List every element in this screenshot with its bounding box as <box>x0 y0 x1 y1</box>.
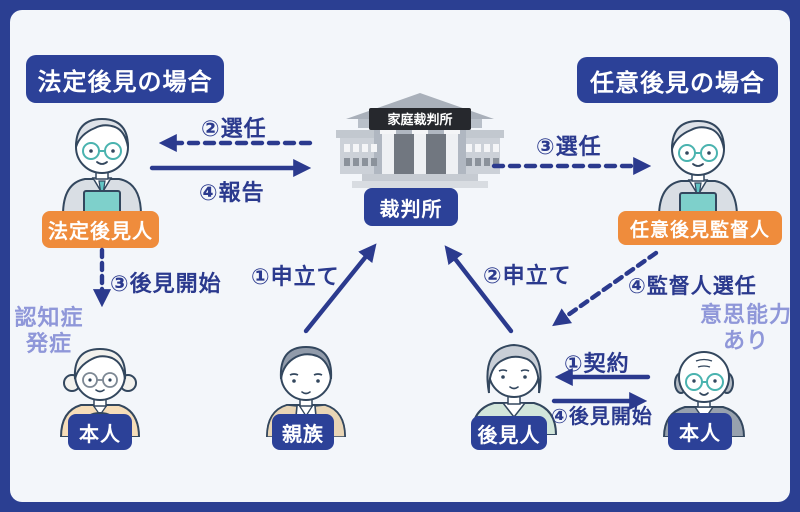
report-label: ④報告 <box>199 180 265 205</box>
capacity-note-line2: あり <box>722 328 769 353</box>
capacity-note: 意思能力 あり <box>698 302 794 354</box>
voluntary-supervisor-label: 任意後見監督人 <box>618 211 782 245</box>
statutory-section-title: 法定後見の場合 <box>26 55 224 103</box>
supervisor-appoint-label: ④監督人選任 <box>628 275 757 298</box>
glasses-icon <box>685 373 724 391</box>
relative-label: 親族 <box>272 414 334 450</box>
statutory-guardian-illustration <box>61 117 143 215</box>
courthouse-windows <box>344 144 499 166</box>
appoint-right-label: ③選任 <box>536 134 602 159</box>
court-label: 裁判所 <box>364 188 458 226</box>
start-left-label: ③後見開始 <box>110 271 222 296</box>
guardian-label: 後見人 <box>471 416 547 450</box>
principal-left-label: 本人 <box>68 414 132 450</box>
glasses-icon <box>82 142 122 160</box>
statutory-guardian-label: 法定後見人 <box>42 211 159 248</box>
voluntary-section-title: 任意後見の場合 <box>577 57 778 103</box>
courthouse-icon: 家庭裁判所 <box>336 93 504 188</box>
glasses-icon <box>82 372 118 388</box>
courthouse-sign-text: 家庭裁判所 <box>387 112 452 127</box>
petition-relative-label: ①申立て <box>251 264 340 289</box>
glasses-icon <box>678 144 718 162</box>
start-right-label: ④後見開始 <box>551 406 653 428</box>
voluntary-supervisor-illustration <box>657 119 739 217</box>
dementia-note-line1: 認知症 <box>14 305 84 330</box>
petition-guardian-label: ②申立て <box>483 263 572 288</box>
dementia-note: 認知症 発症 <box>6 305 92 357</box>
principal-right-label: 本人 <box>668 413 732 450</box>
dementia-note-line2: 発症 <box>25 331 72 356</box>
courthouse-sign <box>369 108 471 130</box>
appoint-left-label: ②選任 <box>201 116 267 141</box>
capacity-note-line1: 意思能力 <box>699 302 792 327</box>
contract-label: ①契約 <box>564 351 630 376</box>
